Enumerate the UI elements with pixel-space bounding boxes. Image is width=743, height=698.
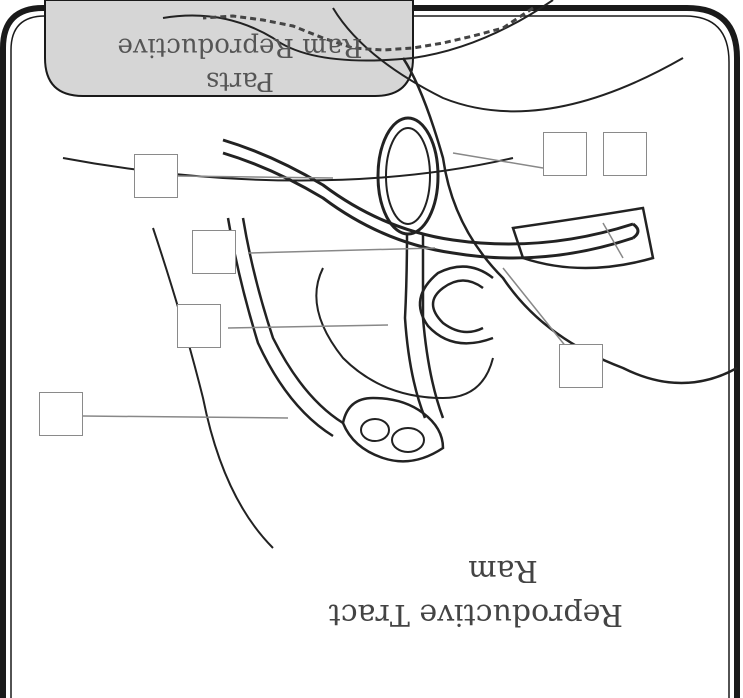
spermatic-cord — [405, 233, 443, 418]
main-title-line1: Ram — [383, 548, 623, 592]
gland-lobe-2 — [361, 419, 389, 441]
tab-title-line1: Ram Reproductive — [70, 30, 410, 64]
worksheet-frame — [3, 8, 737, 698]
answer-box-7[interactable] — [39, 392, 83, 436]
gland-lobe-1 — [392, 428, 424, 452]
main-title-line2: Reproductive Tract — [383, 592, 623, 636]
answer-box-1[interactable] — [543, 132, 587, 176]
tab-title: Parts Ram Reproductive — [70, 30, 410, 98]
answer-box-2[interactable] — [603, 132, 647, 176]
answer-box-4[interactable] — [134, 154, 178, 198]
penis-tip — [633, 224, 638, 238]
accessory-glands — [343, 398, 443, 461]
main-title: Reproductive Tract Ram — [383, 548, 623, 636]
tab-title-line2: Parts — [70, 64, 410, 98]
answer-box-3[interactable] — [559, 344, 603, 388]
answer-box-6[interactable] — [177, 304, 221, 348]
sigmoid-flexure — [420, 267, 493, 344]
answer-box-5[interactable] — [192, 230, 236, 274]
